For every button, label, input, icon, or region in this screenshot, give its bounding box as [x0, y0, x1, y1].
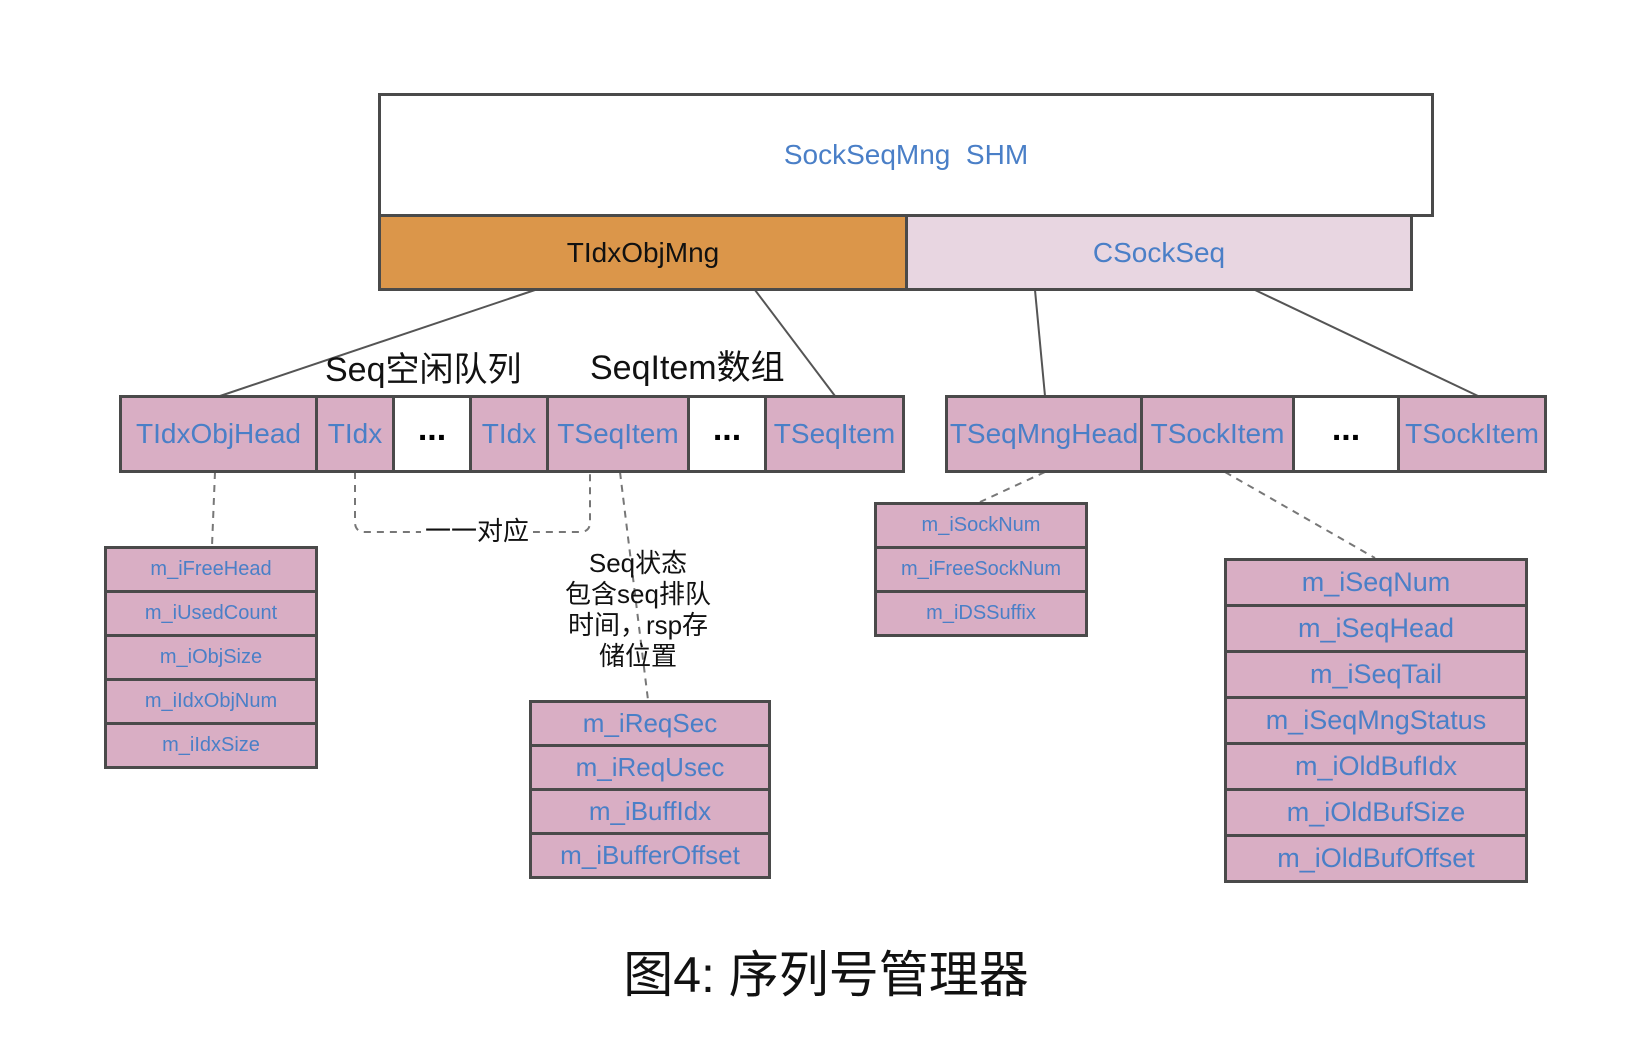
tseqmnghead-box: TSeqMngHead — [945, 395, 1143, 473]
link-mng-to-tidxobjhead — [219, 289, 536, 397]
tsockitem-label-2: TSockItem — [1405, 418, 1539, 449]
tseqitem-label-2: TSeqItem — [773, 418, 896, 449]
tseqitem-box-2: TSeqItem — [764, 395, 905, 473]
field-label: m_iUsedCount — [144, 602, 278, 624]
tidx-obj-mng-label: TIdxObjMng — [566, 236, 720, 268]
tidx-label-1: TIdx — [327, 418, 383, 449]
field-label: m_iObjSize — [159, 646, 263, 668]
field-label: m_iSeqTail — [1309, 659, 1443, 689]
csock-seq-box: CSockSeq — [905, 214, 1413, 291]
csock-seq-label: CSockSeq — [1092, 236, 1226, 268]
link-mng-to-tseqitem — [754, 289, 836, 397]
field-m-ifreesocknum: m_iFreeSockNum — [874, 546, 1088, 593]
field-m-isocknum: m_iSockNum — [874, 502, 1088, 549]
field-label: m_iSeqMngStatus — [1265, 705, 1487, 735]
tseqitem-box-1: TSeqItem — [546, 395, 690, 473]
tidx-box-2: TIdx — [469, 395, 549, 473]
field-label: m_iFreeHead — [150, 558, 272, 580]
field-m-iseqtail: m_iSeqTail — [1224, 650, 1528, 699]
field-m-iusedcount: m_iUsedCount — [104, 590, 318, 637]
field-label: m_iDSSuffix — [926, 602, 1036, 624]
dash-tsockitem-fields — [1224, 471, 1376, 559]
field-m-ifreehead: m_iFreeHead — [104, 546, 318, 593]
sock-seq-mng-shm-label: SockSeqMng SHM — [783, 139, 1029, 170]
field-label: m_iIdxObjNum — [144, 690, 278, 712]
seqitem-array-label: SeqItem数组 — [590, 349, 785, 387]
field-m-iseqmngstatus: m_iSeqMngStatus — [1224, 696, 1528, 745]
seq-status-note: Seq状态 包含seq排队 时间，rsp存 储位置 — [565, 548, 711, 671]
field-label: m_iBufferOffset — [560, 840, 740, 870]
tseqmnghead-fields: m_iSockNum m_iFreeSockNum m_iDSSuffix — [874, 502, 1088, 637]
ellipsis-box-2: ... — [687, 395, 767, 473]
field-m-ioldbufoffset: m_iOldBufOffset — [1224, 834, 1528, 883]
field-m-ioldbufsize: m_iOldBufSize — [1224, 788, 1528, 837]
field-m-iseqnum: m_iSeqNum — [1224, 558, 1528, 607]
figure-caption: 图4: 序列号管理器 — [623, 947, 1029, 1003]
tidx-box-1: TIdx — [315, 395, 395, 473]
free-queue-label: Seq空闲队列 — [325, 351, 522, 389]
one-to-one-label: 一一对应 — [421, 516, 534, 547]
field-m-idssuffix: m_iDSSuffix — [874, 590, 1088, 637]
link-csockseq-to-tsockitem — [1254, 289, 1479, 397]
field-m-ioldbufidx: m_iOldBufIdx — [1224, 742, 1528, 791]
field-m-iidxsize: m_iIdxSize — [104, 722, 318, 769]
tsockitem-label-1: TSockItem — [1150, 418, 1285, 449]
sock-seq-mng-shm-box: SockSeqMng SHM — [378, 93, 1434, 217]
field-label: m_iFreeSockNum — [900, 558, 1062, 580]
ellipsis-box-1: ... — [392, 395, 472, 473]
tsockitem-box-1: TSockItem — [1140, 395, 1295, 473]
tidx-obj-head-box: TIdxObjHead — [119, 395, 318, 473]
field-label: m_iSeqNum — [1301, 567, 1451, 597]
tidx-obj-mng-box: TIdxObjMng — [378, 214, 908, 291]
tsockitem-fields: m_iSeqNum m_iSeqHead m_iSeqTail m_iSeqMn… — [1224, 558, 1528, 883]
ellipsis-3: ... — [1331, 409, 1361, 448]
field-m-irequsec: m_iReqUsec — [529, 744, 771, 791]
field-m-iidxobjnum: m_iIdxObjNum — [104, 678, 318, 725]
tidx-obj-head-label: TIdxObjHead — [136, 418, 301, 449]
field-label: m_iOldBufOffset — [1277, 843, 1475, 873]
field-m-iseqhead: m_iSeqHead — [1224, 604, 1528, 653]
field-label: m_iOldBufIdx — [1294, 751, 1458, 781]
field-label: m_iBuffIdx — [588, 796, 712, 826]
tseqmnghead-label: TSeqMngHead — [949, 418, 1139, 449]
field-label: m_iOldBufSize — [1286, 797, 1466, 827]
link-csockseq-to-tseqmnghead — [1034, 289, 1046, 397]
ellipsis-2: ... — [712, 409, 742, 448]
dash-tseqmnghead-fields — [979, 471, 1046, 503]
tsockitem-box-2: TSockItem — [1397, 395, 1547, 473]
dash-tidxobjhead-fields — [211, 471, 216, 547]
field-m-iobjsize: m_iObjSize — [104, 634, 318, 681]
ellipsis-1: ... — [417, 409, 447, 448]
field-label: m_iIdxSize — [162, 734, 260, 756]
field-label: m_iReqSec — [582, 708, 718, 738]
field-label: m_iReqUsec — [575, 752, 725, 782]
field-label: m_iSeqHead — [1297, 613, 1455, 643]
field-m-ireqsec: m_iReqSec — [529, 700, 771, 747]
field-label: m_iSockNum — [921, 514, 1041, 536]
tseqitem-label-1: TSeqItem — [557, 418, 679, 449]
field-m-ibuffidx: m_iBuffIdx — [529, 788, 771, 835]
tidx-obj-head-fields: m_iFreeHead m_iUsedCount m_iObjSize m_iI… — [104, 546, 318, 769]
tseqitem-fields: m_iReqSec m_iReqUsec m_iBuffIdx m_iBuffe… — [529, 700, 771, 879]
ellipsis-box-3: ... — [1292, 395, 1400, 473]
field-m-ibufferoffset: m_iBufferOffset — [529, 832, 771, 879]
tidx-label-2: TIdx — [481, 418, 537, 449]
